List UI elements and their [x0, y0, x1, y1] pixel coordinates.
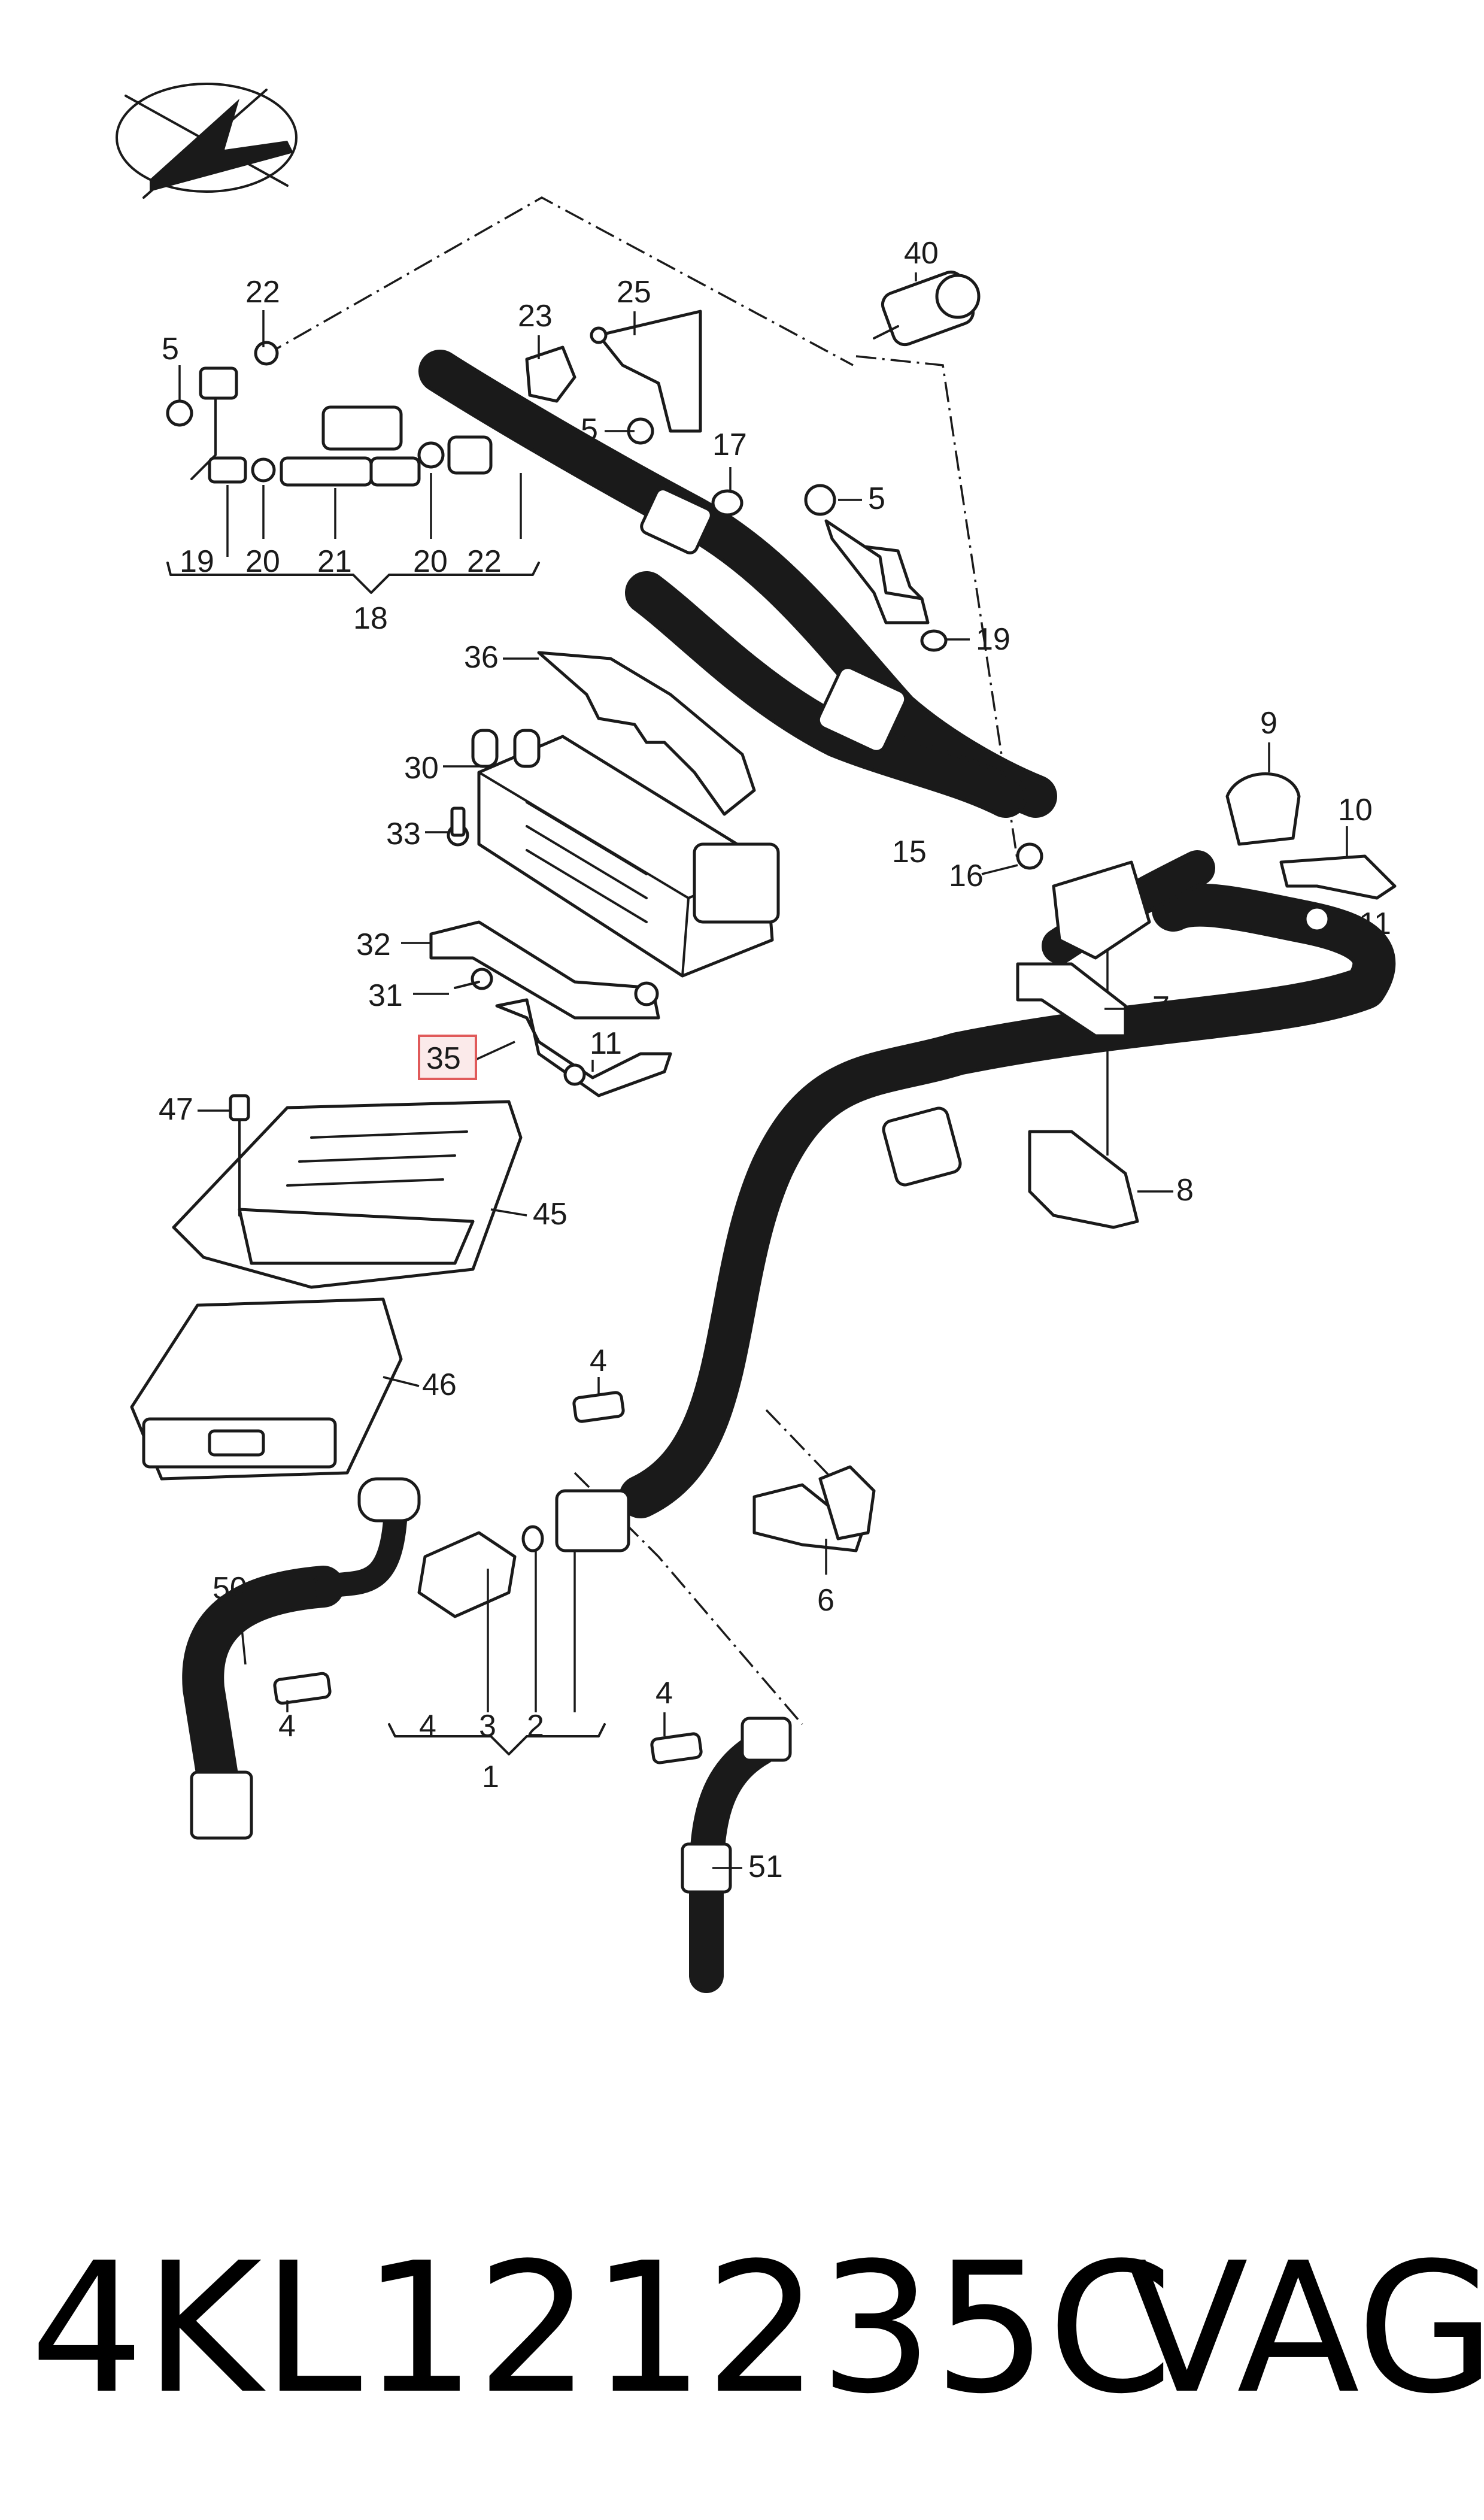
- callout-31: 31: [368, 978, 403, 1013]
- callout-17: 17: [712, 427, 747, 462]
- callout-40: 40: [904, 236, 939, 271]
- parts-17-5-19-fittings: [711, 484, 1043, 870]
- highlighted-callout-box: [418, 1035, 477, 1080]
- part-30-charcoal-canister: [471, 729, 780, 978]
- callout-46: 46: [422, 1367, 457, 1402]
- callout-4: 4: [590, 1344, 607, 1378]
- parts-9-10-11-right-fittings: [1225, 772, 1397, 933]
- callout-51: 51: [748, 1849, 783, 1884]
- callout-10: 10: [1338, 793, 1373, 827]
- callout-20: 20: [413, 544, 448, 579]
- callout-25: 25: [617, 275, 651, 310]
- callout-18: 18: [353, 601, 388, 636]
- callout-45: 45: [533, 1197, 567, 1232]
- callout-22: 22: [245, 275, 280, 310]
- callout-5: 5: [868, 481, 885, 516]
- callout-22: 22: [467, 544, 502, 579]
- callout-1: 1: [482, 1760, 499, 1794]
- callout-3: 3: [479, 1709, 496, 1743]
- exploded-parts-diagram: 40 22 5 23 25 5 17 5 19 20 21 20 22 18 1…: [116, 83, 1397, 1993]
- part-number: 4KL121235C: [30, 2224, 1173, 2433]
- callout-9: 9: [1260, 706, 1277, 741]
- callout-5: 5: [162, 332, 179, 366]
- callout-11: 11: [1359, 906, 1391, 941]
- parts-7-8-clips: [1016, 962, 1139, 1229]
- callout-21: 21: [317, 544, 352, 579]
- callout-4: 4: [655, 1676, 673, 1711]
- callout-5: 5: [581, 413, 598, 447]
- part-46-control-module: [130, 1297, 403, 1481]
- callout-47: 47: [159, 1092, 193, 1127]
- callout-6: 6: [817, 1583, 834, 1618]
- callout-35: 35: [426, 1041, 461, 1076]
- parts-23-25-bracket: [525, 310, 702, 445]
- callout-33: 33: [386, 817, 421, 851]
- callout-labels: 40 22 5 23 25 5 17 5 19 20 21 20 22 18 1…: [159, 236, 1391, 1884]
- callout-36: 36: [464, 640, 499, 675]
- part-51-pipe: [681, 1717, 792, 1993]
- callout-19: 19: [180, 544, 214, 579]
- callout-32: 32: [356, 927, 391, 962]
- compass-orientation-icon: [116, 83, 298, 199]
- callout-4: 4: [419, 1709, 436, 1743]
- callout-30: 30: [404, 751, 439, 786]
- callout-16: 16: [949, 859, 984, 893]
- callout-23: 23: [518, 299, 553, 333]
- callout-11: 11: [590, 1026, 622, 1061]
- brand-name: VAG: [1125, 2224, 1484, 2433]
- callout-50: 50: [213, 1571, 247, 1606]
- callout-leaders: [178, 272, 1353, 1869]
- callout-8: 8: [1176, 1173, 1194, 1208]
- main-refrigerant-hose: [418, 350, 1396, 1518]
- callout-15: 15: [892, 835, 927, 869]
- parts-31-35-brackets: [429, 806, 672, 1097]
- part-50-hose: [182, 1477, 421, 1840]
- part-36-heat-shield: [537, 651, 756, 816]
- callout-20: 20: [245, 544, 280, 579]
- part-40-expansion-valve: [873, 270, 981, 347]
- callout-2: 2: [527, 1709, 544, 1743]
- callout-4: 4: [278, 1709, 296, 1743]
- part-number-footer: 4KL121235C VAG: [0, 2203, 1484, 2455]
- callout-7: 7: [1152, 990, 1170, 1025]
- parts-1-4-connector: [273, 1391, 703, 1764]
- part-45-control-unit-housing: [172, 1094, 523, 1289]
- part-6-holder: [752, 1465, 876, 1552]
- callout-19: 19: [976, 622, 1010, 657]
- part-18-valve-assembly: [166, 341, 540, 594]
